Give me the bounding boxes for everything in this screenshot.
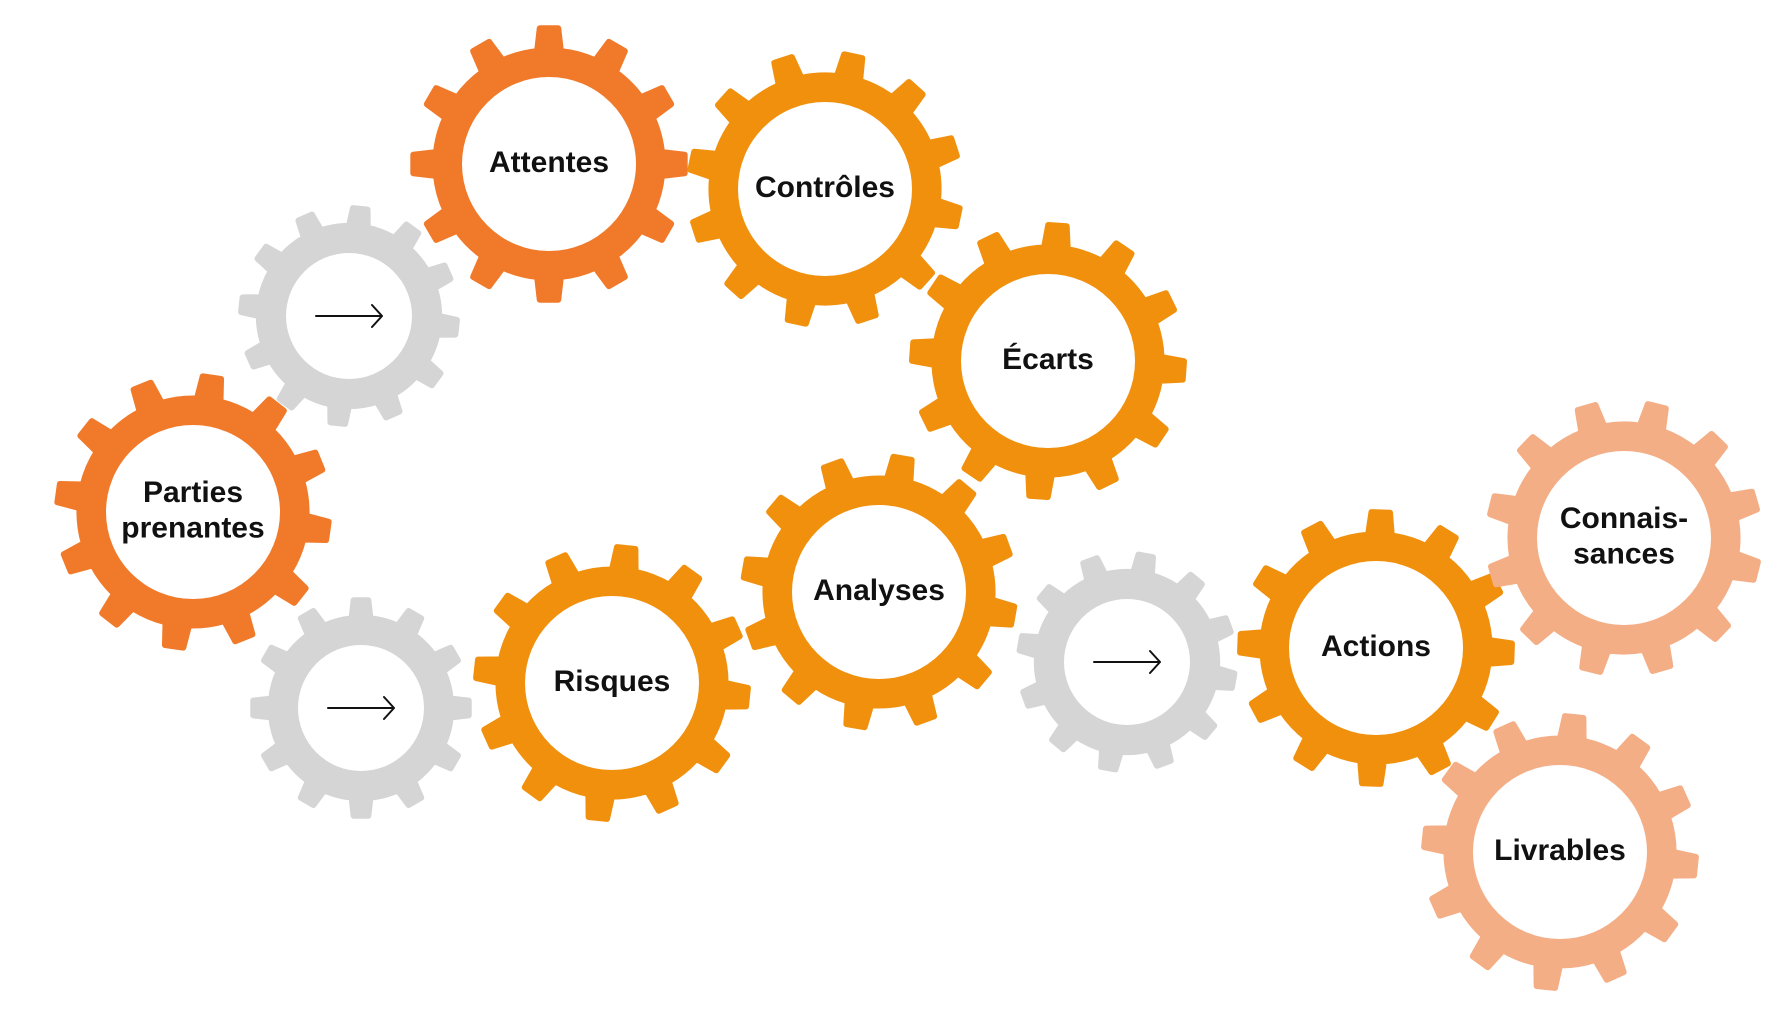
arrow-right-icon [327,696,395,720]
gear-label-attentes: Attentes [489,146,609,179]
gear-label-livrables: Livrables [1494,834,1626,867]
gear-center-connaissances [1537,451,1711,625]
gear-arrow-gear-1 [238,205,460,427]
gear-center-livrables [1473,765,1647,939]
gear-label-connaissances-line-2: sances [1573,538,1675,571]
gear-center-parties-prenantes [106,425,280,599]
gear-connaissances: Connais-sances [1487,401,1761,675]
arrow-right-shape [327,696,395,720]
gear-arrow-gear-2 [250,597,472,819]
gear-center-controles [738,102,912,276]
gear-center-actions [1289,561,1463,735]
gear-risques: Risques [473,544,751,822]
gear-controles: Contrôles [687,51,963,327]
arrow-right-shape [315,304,383,328]
gear-livrables: Livrables [1421,713,1699,991]
arrow-right-shape [1093,650,1161,674]
gear-label-actions: Actions [1321,630,1431,663]
gear-center-analyses [792,505,966,679]
gear-label-parties-prenantes-line-1: Parties [143,476,243,509]
arrow-right-icon [1093,650,1161,674]
gear-analyses: Analyses [740,453,1018,731]
gear-label-controles: Contrôles [755,171,895,204]
arrow-right-icon [315,304,383,328]
gear-ecarts: Écarts [909,222,1187,500]
gear-actions: Actions [1237,509,1515,787]
gear-center-ecarts [961,274,1135,448]
gear-label-parties-prenantes-line-2: prenantes [121,512,264,545]
gear-label-connaissances-line-1: Connais- [1560,502,1688,535]
gear-attentes: Attentes [410,25,688,303]
gear-arrow-gear-3 [1016,551,1238,773]
gear-label-risques: Risques [554,665,671,698]
gear-center-attentes [462,77,636,251]
gear-label-analyses: Analyses [813,574,945,607]
gear-label-ecarts: Écarts [1002,342,1094,376]
gear-center-risques [525,596,699,770]
